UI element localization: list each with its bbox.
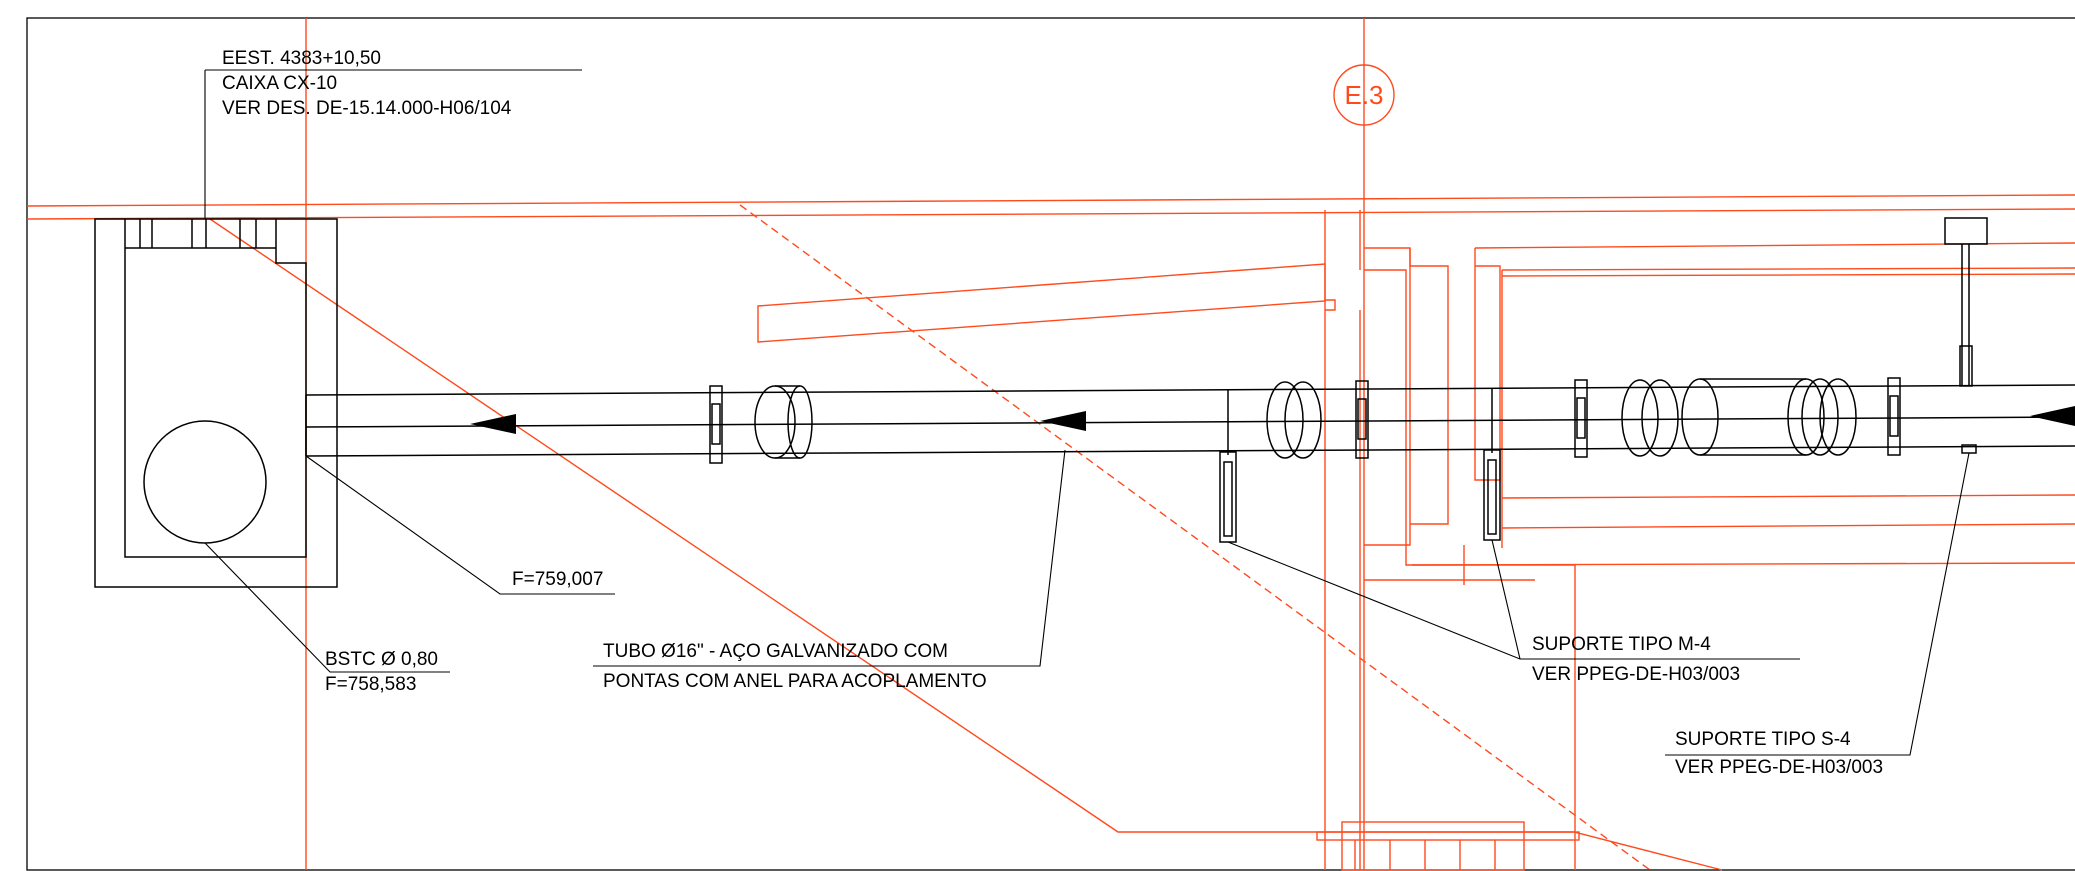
station-label: EEST. 4383+10,50 [222, 48, 381, 69]
main-pipe [305, 384, 2075, 457]
support-m4-reference: VER PPEG-DE-H03/003 [1532, 664, 1740, 685]
tube-spec-label: TUBO Ø16" - AÇO GALVANIZADO COM [603, 641, 948, 662]
pipe-linework [94, 69, 2075, 756]
flow-arrow-1 [470, 414, 516, 434]
pipe-couplings [709, 377, 1901, 464]
pipe-level-label: F=759,007 [512, 569, 603, 590]
box-reference-label: VER DES. DE-15.14.000-H06/104 [222, 98, 512, 119]
support-s4 [1944, 217, 1988, 454]
flow-arrow-3 [2030, 406, 2075, 426]
inspection-box [94, 218, 338, 588]
sheet-border [26, 17, 2075, 871]
reference-linework [26, 18, 2075, 871]
box-pipe-label: BSTC Ø 0,80 [325, 649, 438, 670]
support-s4-reference: VER PPEG-DE-H03/003 [1675, 757, 1883, 778]
tube-spec-label-2: PONTAS COM ANEL PARA ACOPLAMENTO [603, 671, 987, 692]
box-label: CAIXA CX-10 [222, 73, 337, 94]
annotations: EEST. 4383+10,50 CAIXA CX-10 VER DES. DE… [222, 48, 1883, 778]
flow-arrows [470, 406, 2075, 434]
axis-bubble [1333, 64, 1395, 126]
box-pipe-level-label: F=758,583 [325, 674, 416, 695]
box-pipe-circle [143, 420, 267, 544]
leaders [204, 69, 1970, 756]
support-m4-label: SUPORTE TIPO M-4 [1532, 634, 1711, 655]
support-s4-label: SUPORTE TIPO S-4 [1675, 729, 1851, 750]
axis-bubble-label: E.3 [1344, 80, 1383, 110]
flow-arrow-2 [1040, 411, 1086, 431]
